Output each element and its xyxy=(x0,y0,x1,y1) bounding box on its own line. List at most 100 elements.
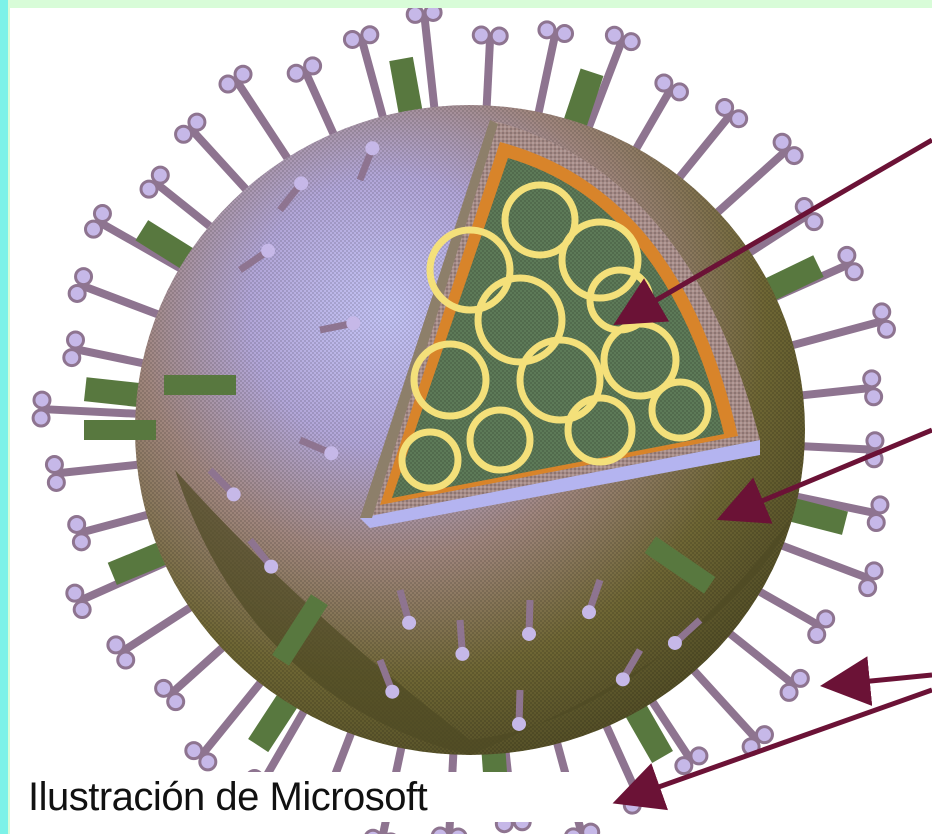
spike-tip xyxy=(858,578,878,598)
spike-tip xyxy=(342,29,362,49)
arrow-to-spike xyxy=(820,656,932,706)
annotation-arrows xyxy=(612,137,932,811)
spike-tip xyxy=(489,26,509,46)
rna-coil xyxy=(426,226,514,314)
rna-coil xyxy=(516,336,604,424)
spike-tip xyxy=(423,8,443,22)
spike-tip xyxy=(233,64,253,84)
spike-tip xyxy=(106,635,126,655)
spike-tip xyxy=(187,112,207,132)
surface-spike xyxy=(456,619,466,651)
surface-spike-tip xyxy=(667,635,682,650)
spike-tip xyxy=(218,74,238,94)
spike-tip xyxy=(581,822,601,834)
surface-spike-tip xyxy=(324,446,339,461)
spike-tip xyxy=(166,692,186,712)
surface-spike-tip xyxy=(615,672,630,687)
spike-tip xyxy=(430,826,450,834)
left-edge-strip xyxy=(0,0,8,834)
rna-coil xyxy=(466,406,534,474)
spike-tip xyxy=(564,827,583,834)
surface-spike-tip xyxy=(226,487,241,502)
spike-tip xyxy=(669,82,689,102)
arrow-to-capsid xyxy=(716,427,932,524)
spike-tip xyxy=(715,97,735,117)
spike-tip xyxy=(537,20,557,40)
glycoprotein xyxy=(759,255,824,303)
surface-spike-tip xyxy=(365,141,380,156)
spike-tip xyxy=(772,132,792,152)
surface-spike xyxy=(586,578,604,610)
surface-spike xyxy=(247,537,272,566)
glycoprotein xyxy=(622,699,673,763)
credit-caption: Ilustración de Microsoft xyxy=(24,772,586,822)
spike-tip xyxy=(807,624,827,644)
glycoprotein xyxy=(248,688,302,753)
spike-tip xyxy=(139,179,159,199)
surface-spike-tip xyxy=(264,559,279,574)
spike-tip xyxy=(784,146,804,166)
spike-tip xyxy=(72,600,92,620)
spike-tip xyxy=(790,668,810,688)
surface-spike-tip xyxy=(582,605,597,620)
cutaway-section xyxy=(360,120,760,528)
glycoprotein xyxy=(107,539,173,585)
arrow-to-glycoprotein xyxy=(612,687,932,811)
spike-tip xyxy=(674,756,694,776)
spike-tip xyxy=(816,609,836,629)
spike-tip xyxy=(604,25,624,45)
spike-tip xyxy=(154,678,174,698)
spike-tip xyxy=(74,267,94,287)
glycoprotein xyxy=(561,68,604,133)
rna-coil xyxy=(501,181,579,259)
rna-coil xyxy=(398,428,462,492)
spike-tip xyxy=(71,532,91,552)
spike-tip xyxy=(779,682,799,702)
rna-coil xyxy=(648,378,712,442)
surface-spike xyxy=(319,320,351,334)
spike-tip xyxy=(837,245,857,265)
surface-glycoprotein xyxy=(84,420,156,440)
surface-spike-tip xyxy=(455,646,470,661)
spike-tip xyxy=(621,32,641,52)
spike-tip xyxy=(864,387,884,407)
surface-spike-tip xyxy=(261,243,276,258)
surface-spike xyxy=(396,589,412,620)
spike-tip xyxy=(449,827,468,834)
surface-spike xyxy=(207,467,234,494)
surface-spike-tip xyxy=(522,626,537,641)
rna-coil xyxy=(558,218,642,302)
spike-tip xyxy=(286,63,306,83)
spike-tip xyxy=(876,319,896,339)
spike-tip xyxy=(729,109,749,129)
rna-strands xyxy=(398,181,712,492)
surface-glycoprotein xyxy=(272,594,328,666)
spike-tip xyxy=(150,165,170,185)
virus-cross-section-illustration xyxy=(31,8,932,834)
spike-tip xyxy=(31,408,51,428)
spike-tip xyxy=(67,283,87,303)
glycoprotein xyxy=(783,496,848,535)
spike-tip xyxy=(92,204,112,224)
surface-spike-tip xyxy=(294,176,309,191)
spike-tip xyxy=(865,431,885,451)
spike-tip xyxy=(184,741,204,761)
spike-tip xyxy=(654,73,674,93)
spike-tip xyxy=(65,583,85,603)
spike-tip xyxy=(66,330,86,350)
spike-tip xyxy=(83,219,103,239)
arrow-to-core xyxy=(613,137,932,326)
spike-tip xyxy=(471,25,491,45)
spike-tip xyxy=(116,650,136,670)
spike-tip xyxy=(555,24,575,44)
surface-spike xyxy=(675,617,703,643)
glycoprotein xyxy=(83,377,147,408)
surface-spike-tip xyxy=(346,316,361,331)
spike-tip xyxy=(405,8,425,24)
spike-tip xyxy=(364,828,382,834)
spike-tip xyxy=(872,302,892,322)
surface-spike-tip xyxy=(385,684,400,699)
spike-tip xyxy=(870,495,890,515)
surface-spike xyxy=(525,599,534,631)
spike-tip xyxy=(866,512,886,532)
